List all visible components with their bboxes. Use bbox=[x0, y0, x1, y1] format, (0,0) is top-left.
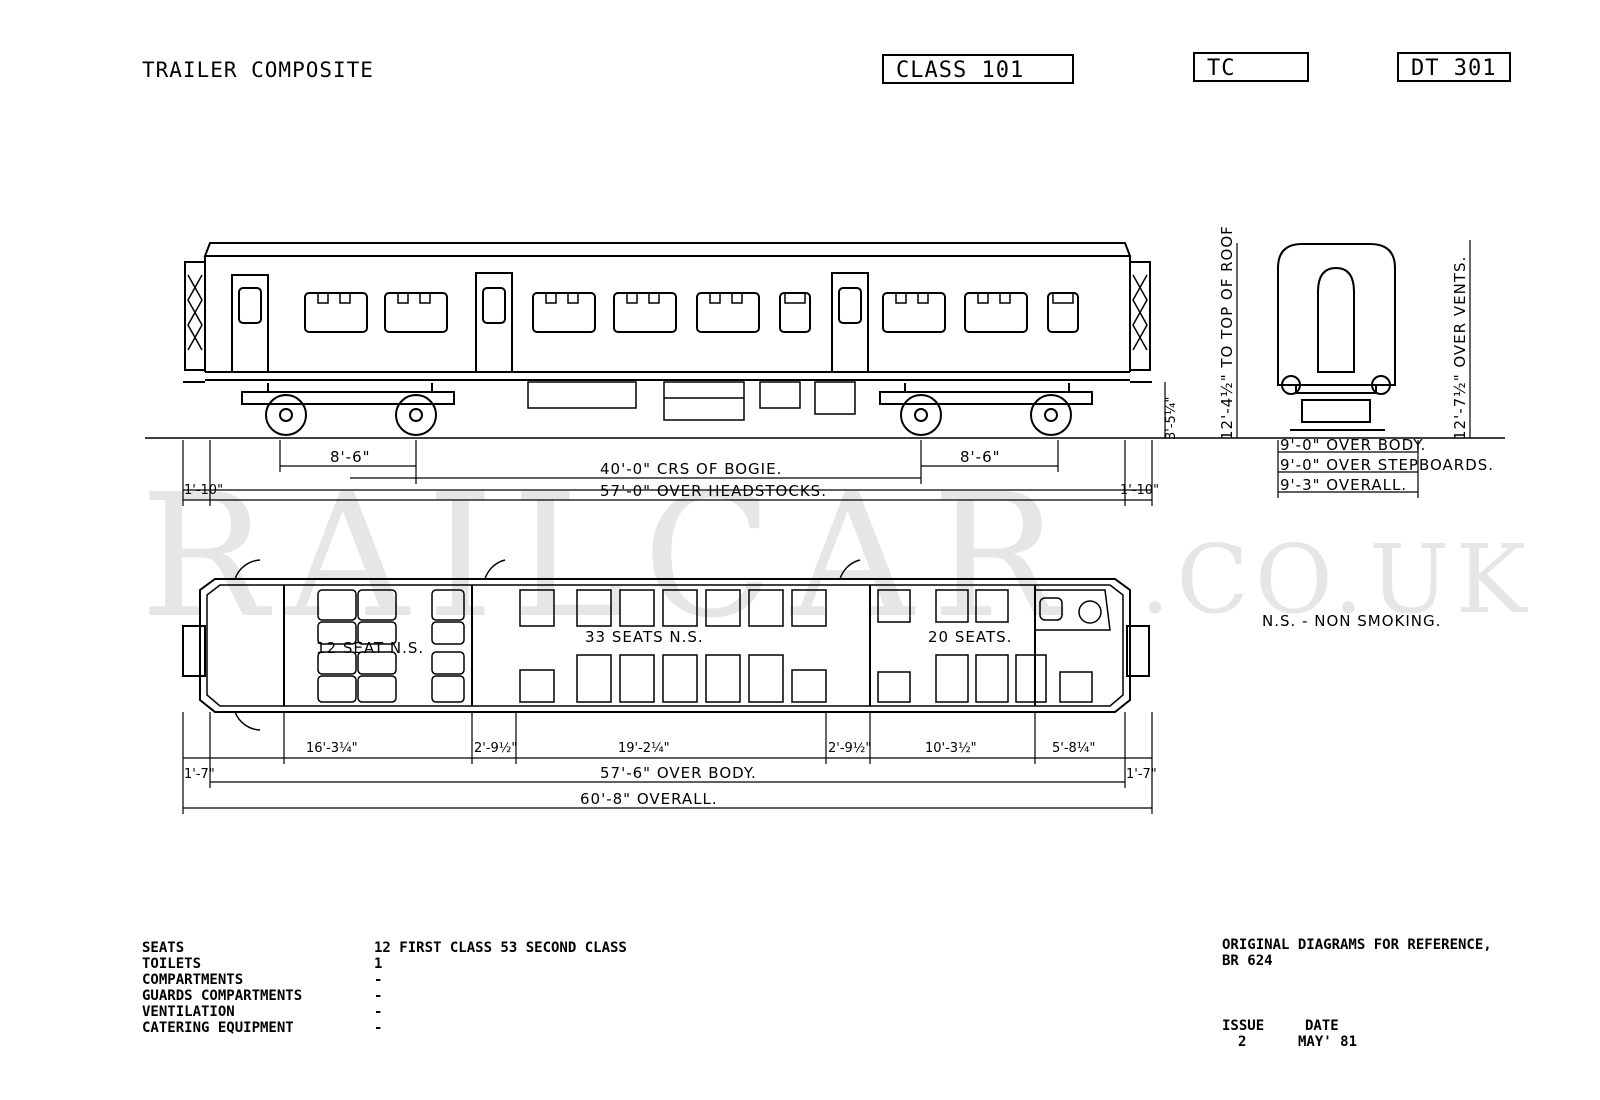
reference-note: ORIGINAL DIAGRAMS FOR REFERENCE, BR 624 bbox=[1222, 937, 1492, 969]
plan-dim-1: 16'-3¼" bbox=[306, 741, 358, 756]
roof-height-label: 12'-4½" TO TOP OF ROOF bbox=[1218, 225, 1236, 440]
second-ns-seats-label: 33 SEATS N.S. bbox=[585, 628, 704, 646]
end-dim-right: 1'-10" bbox=[1120, 483, 1159, 498]
width-overall: 9'-3" OVERALL. bbox=[1280, 476, 1407, 494]
plan-end-left: 1'-7" bbox=[184, 767, 215, 782]
non-smoking-legend: N.S. - NON SMOKING. bbox=[1262, 612, 1441, 630]
issue-label: ISSUE bbox=[1222, 1018, 1265, 1034]
watermark-suffix: .CO.UK bbox=[1140, 525, 1532, 635]
spec-row: CATERING EQUIPMENT- bbox=[142, 1020, 383, 1036]
plan-end-right: 1'-7" bbox=[1126, 767, 1157, 782]
spec-row: VENTILATION- bbox=[142, 1004, 383, 1020]
side-elevation bbox=[145, 242, 1200, 439]
plan-dim-2: 2'-9½" bbox=[474, 741, 517, 756]
end-dim-left: 1'-10" bbox=[184, 483, 223, 498]
bogie-wheelbase-right: 8'-6" bbox=[960, 448, 1001, 466]
watermark-text: RAILCAR bbox=[140, 458, 1078, 656]
smoking-seats-label: 20 SEATS. bbox=[928, 628, 1012, 646]
width-over-stepboards: 9'-0" OVER STEPBOARDS. bbox=[1280, 456, 1494, 474]
spec-row: COMPARTMENTS- bbox=[142, 972, 383, 988]
code-box: TC bbox=[1193, 52, 1309, 82]
plan-dim-5: 10'-3½" bbox=[925, 741, 977, 756]
overall-length-label: 60'-8" OVERALL. bbox=[580, 790, 718, 808]
date-label: DATE bbox=[1305, 1018, 1339, 1034]
dimension-lines bbox=[182, 240, 1471, 814]
plan-dim-4: 2'-9½" bbox=[828, 741, 871, 756]
spec-row: GUARDS COMPARTMENTS- bbox=[142, 988, 383, 1004]
class-box: CLASS 101 bbox=[882, 54, 1074, 84]
bogie-centres-label: 40'-0" CRS OF BOGIE. bbox=[600, 460, 782, 478]
width-over-body: 9'-0" OVER BODY. bbox=[1280, 436, 1426, 454]
first-class-seats-label: 12 SEAT N.S. bbox=[316, 639, 424, 657]
bogie-wheelbase-left: 8'-6" bbox=[330, 448, 371, 466]
over-body-label: 57'-6" OVER BODY. bbox=[600, 764, 757, 782]
plan-view bbox=[182, 559, 1150, 731]
buffer-height-label: 3'-5¼" bbox=[1164, 397, 1179, 440]
issue-date: MAY' 81 bbox=[1298, 1034, 1358, 1050]
over-headstocks-label: 57'-0" OVER HEADSTOCKS. bbox=[600, 482, 827, 500]
diagram-number-box: DT 301 bbox=[1397, 52, 1511, 82]
drawing-title: TRAILER COMPOSITE bbox=[142, 58, 374, 82]
plan-dim-3: 19'-2¼" bbox=[618, 741, 670, 756]
plan-dim-6: 5'-8¼" bbox=[1052, 741, 1095, 756]
issue-number: 2 bbox=[1238, 1034, 1247, 1050]
end-elevation bbox=[1200, 243, 1505, 439]
vents-height-label: 12'-7½" OVER VENTS. bbox=[1451, 256, 1469, 440]
